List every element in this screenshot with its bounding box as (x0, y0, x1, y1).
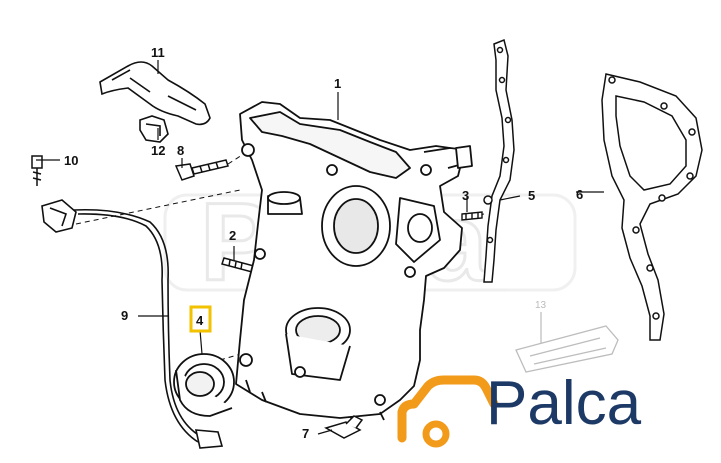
callout-4-highlight-box (189, 305, 212, 333)
callout-2[interactable]: 2 (229, 228, 236, 243)
callout-7[interactable]: 7 (302, 426, 309, 441)
callout-11[interactable]: 11 (151, 45, 165, 60)
part-12-clip (139, 115, 169, 143)
logo-text: Palca (486, 369, 642, 438)
callout-8[interactable]: 8 (177, 143, 184, 158)
part-10-screw (31, 155, 43, 186)
callout-3[interactable]: 3 (462, 188, 469, 203)
palca-logo: Palca (397, 369, 642, 448)
part-4-seal (173, 353, 235, 417)
callout-13[interactable]: 13 (535, 300, 547, 311)
car-icon (397, 375, 499, 448)
callout-9[interactable]: 9 (121, 308, 128, 323)
part-13-cover (515, 325, 619, 373)
leader-lines (36, 60, 604, 435)
callout-10[interactable]: 10 (64, 153, 78, 168)
part-8-bolt (174, 159, 229, 181)
part-9-sensor (41, 199, 224, 449)
part-3-pin (461, 211, 483, 221)
part-1-timing-cover (235, 101, 473, 421)
part-5-gasket (483, 38, 515, 283)
part-11-guide-rail (99, 61, 211, 126)
callout-4[interactable]: 4 (196, 313, 204, 328)
callout-5[interactable]: 5 (528, 188, 535, 203)
callout-12[interactable]: 12 (151, 143, 165, 158)
callout-1[interactable]: 1 (334, 76, 341, 91)
part-7-bolt (324, 415, 364, 439)
part-6-large-gasket (601, 73, 703, 341)
callout-6[interactable]: 6 (576, 187, 583, 202)
